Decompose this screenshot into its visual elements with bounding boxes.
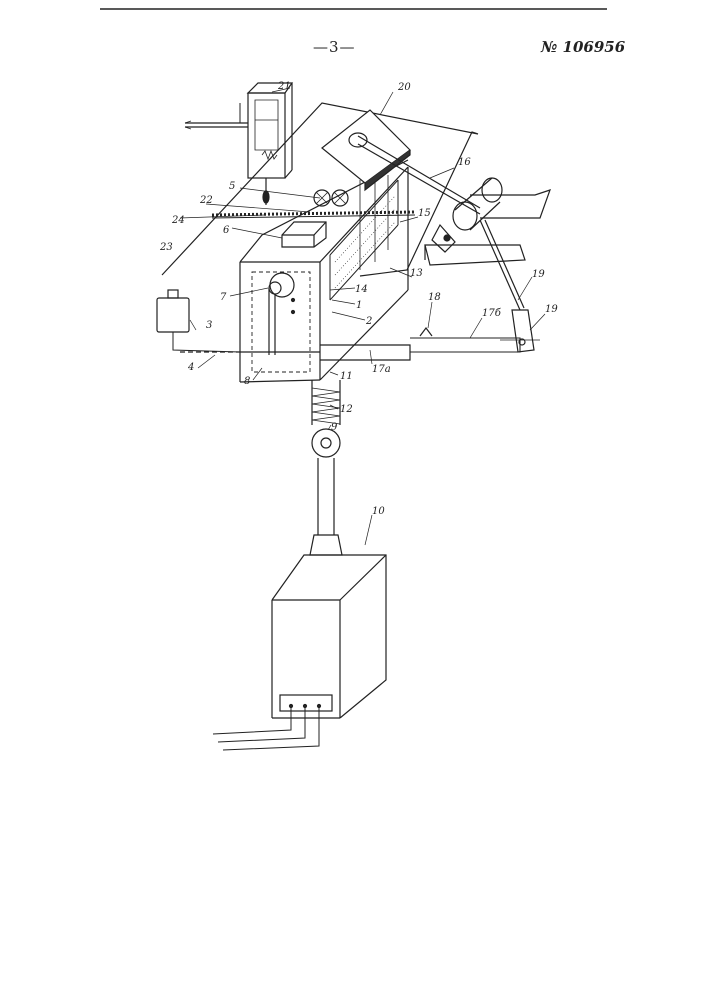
spring-column [310,380,342,555]
label-6: 6 [223,225,230,236]
label-4: 4 [187,362,194,373]
top-block [282,222,326,247]
label-25: 24 [171,215,185,226]
label-13: 13 [410,268,423,279]
base-plate [162,103,478,276]
label-2: 2 [365,316,372,327]
label-7: 7 [220,292,227,303]
label-24: 23 [159,242,173,253]
motor-plate [322,110,480,214]
label-12: 12 [340,404,353,415]
label-10: 10 [372,506,385,517]
label-5: 5 [229,181,235,192]
label-18: 18 [428,292,441,303]
patent-number: № 106956 [541,38,625,56]
relay-box [185,83,292,205]
label-17b: 17б [482,308,502,319]
small-motor [157,290,240,352]
label-23: 22 [199,195,213,206]
label-14: 14 [355,284,368,295]
front-pulley [269,273,295,355]
page-number: —3— [313,38,356,56]
label-17a: 17а [372,364,391,375]
label-15: 15 [418,208,431,219]
bottom-box [213,555,386,750]
label-9: 9 [331,422,338,433]
label-19: 19 [545,304,558,315]
label-21: 20 [397,82,411,93]
label-16: 16 [458,157,471,168]
chain [212,212,415,218]
label-20: 19 [532,269,545,280]
label-11: 11 [340,371,353,382]
lever-arm [180,328,540,360]
label-8: 8 [244,376,250,387]
label-3: 3 [206,320,212,331]
label-22: 21 [277,81,291,92]
linkage-rod [480,220,534,352]
label-1: 1 [356,300,362,311]
